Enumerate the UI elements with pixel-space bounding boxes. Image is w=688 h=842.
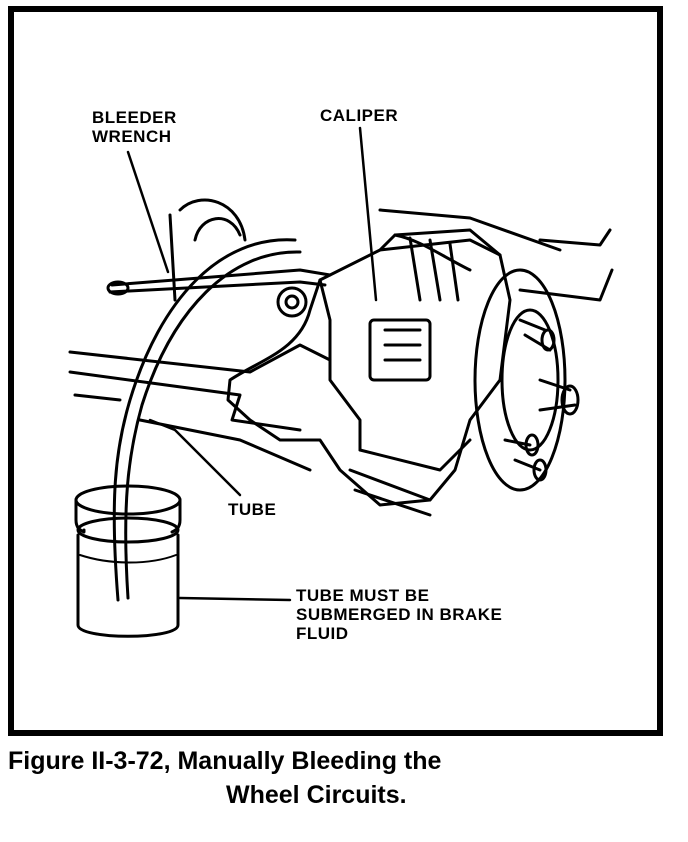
caliper-body — [226, 228, 512, 517]
caliper-label: CALIPER — [320, 106, 399, 125]
figure-frame — [8, 6, 663, 736]
suspension-arm — [68, 198, 614, 472]
bleeder-wrench-label-line2: WRENCH — [92, 127, 172, 146]
submerged-note-line3: FLUID — [296, 624, 349, 643]
submerged-note: TUBE MUST BE SUBMERGED IN BRAKE FLUID — [296, 586, 502, 643]
tube-label: TUBE — [228, 500, 277, 519]
submerged-note-line1: TUBE MUST BE — [296, 586, 430, 605]
fluid-jar — [74, 484, 182, 638]
figure-caption-line1: Figure II-3-72, Manually Bleeding the — [8, 747, 442, 775]
wheel-hub — [473, 268, 580, 492]
submerged-note-line2: SUBMERGED IN BRAKE — [296, 605, 503, 624]
bleeder-wrench-label: BLEEDER WRENCH — [92, 108, 177, 146]
bleeder-wrench — [106, 268, 332, 318]
bleeder-wrench-label-line1: BLEEDER — [92, 108, 177, 127]
figure-caption-line2: Wheel Circuits. — [226, 781, 407, 809]
leader-lines — [126, 126, 378, 602]
